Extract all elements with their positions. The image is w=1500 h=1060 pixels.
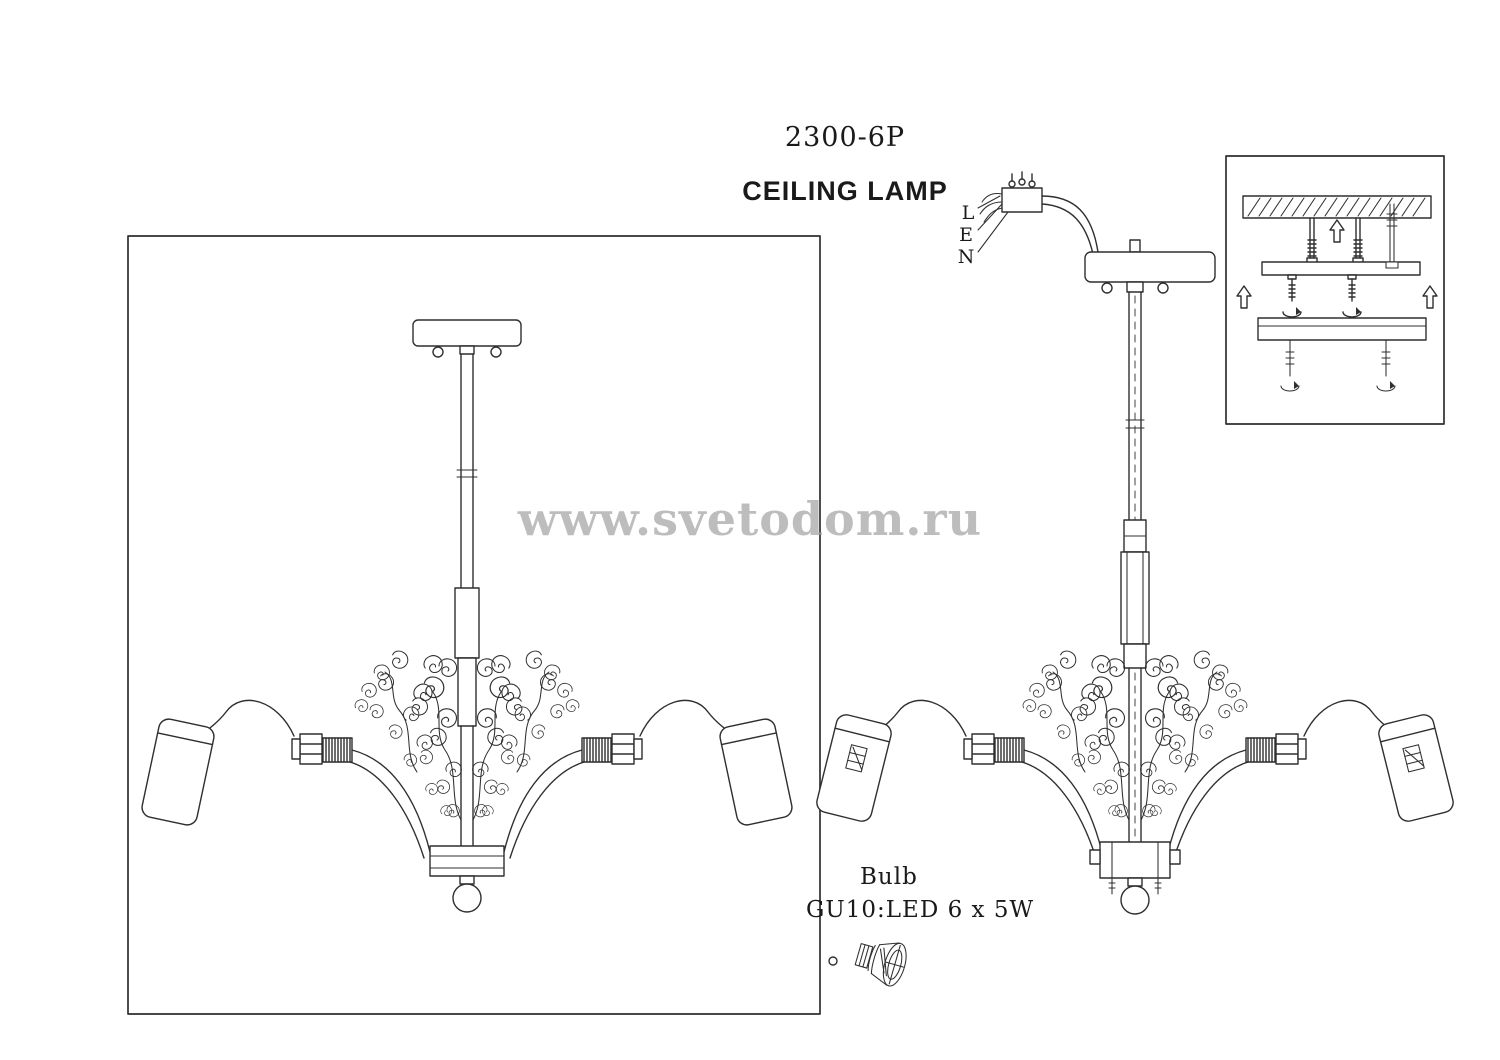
- persp-canopy: [1084, 239, 1216, 294]
- mounting-detail-inset: [1225, 155, 1445, 425]
- persp-shade-right: [1376, 712, 1456, 824]
- persp-hub: [1089, 841, 1181, 915]
- model-number: 2300-6P: [784, 122, 906, 153]
- bulb-icon: [828, 942, 907, 987]
- perspective-view-drawing: [814, 171, 1456, 915]
- front-view-frame: [127, 235, 821, 1015]
- front-rod: [454, 353, 480, 847]
- front-shade-right: [717, 716, 795, 828]
- mounting-bracket: [1261, 261, 1421, 276]
- canopy-screws: [1280, 339, 1396, 392]
- bulb-label: Bulb: [860, 864, 918, 890]
- label-earth: E: [959, 224, 973, 246]
- front-hub: [429, 845, 505, 913]
- persp-rod: [1120, 291, 1150, 843]
- product-title: CEILING LAMP: [742, 176, 948, 206]
- canopy-section: [1257, 317, 1427, 341]
- front-finial-ball: [452, 883, 482, 913]
- front-shade-left: [139, 716, 217, 828]
- terminal-block: [979, 171, 1043, 223]
- bullet-dot-icon: [828, 956, 838, 966]
- front-canopy-screw-left: [432, 346, 444, 358]
- front-canopy-screw-right: [490, 346, 502, 358]
- bulb-spec: GU10:LED 6 x 5W: [806, 897, 1035, 923]
- label-neutral: N: [957, 246, 975, 268]
- persp-shade-left: [814, 712, 894, 824]
- wiring-callout-lines: [977, 195, 1009, 253]
- label-live: L: [961, 202, 975, 224]
- front-view-drawing: [139, 319, 795, 913]
- ceiling-slab: [1242, 195, 1432, 219]
- long-bolt: [1385, 203, 1399, 269]
- persp-finial-ball: [1120, 885, 1150, 915]
- supply-wires: [1041, 195, 1099, 255]
- front-canopy: [412, 319, 522, 347]
